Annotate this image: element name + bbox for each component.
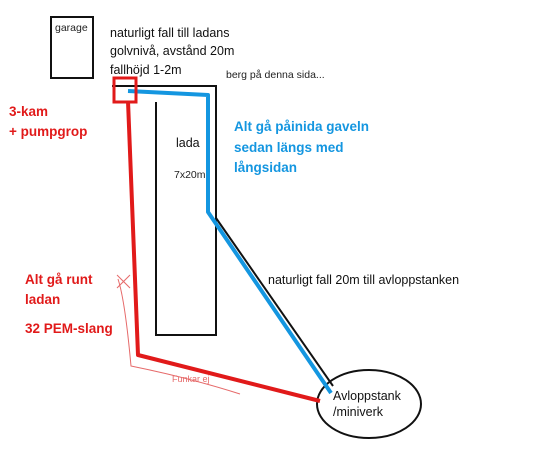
garage-label: garage	[55, 22, 88, 34]
septic-tank-label-line2: /miniverk	[333, 405, 384, 419]
blue-route-note-line1: Alt gå påinida gaveln	[234, 119, 369, 134]
pump-pit-marker	[112, 76, 138, 104]
natural-fall-note-line2: golvnivå, avstånd 20m	[110, 44, 234, 58]
rock-side-note: berg på denna sida...	[226, 69, 325, 81]
red-route-note-line3: 32 PEM-slang	[25, 321, 113, 336]
septic-tank-ellipse	[316, 369, 422, 439]
barn-outline	[112, 85, 217, 336]
barn-size-label: 7x20m	[174, 169, 206, 181]
pump-pit-note-line2: + pumpgrop	[9, 124, 87, 139]
natural-fall-note-line1: naturligt fall till ladans	[110, 26, 230, 40]
red-route-line	[126, 100, 321, 403]
blue-route-line	[127, 89, 333, 395]
barn-label: lada	[176, 136, 200, 150]
natural-fall-tank-note: naturligt fall 20m till avloppstanken	[268, 273, 459, 287]
blue-route-note-line2: sedan längs med	[234, 140, 344, 155]
crossed-out-route-label: Funkar ej	[172, 374, 210, 384]
crossed-out-mark-b	[116, 274, 131, 289]
red-route-note-line2: ladan	[25, 292, 60, 307]
natural-fall-note-line3: fallhöjd 1-2m	[110, 63, 182, 77]
red-route-note-line1: Alt gå runt	[25, 272, 93, 287]
septic-tank-label-line1: Avloppstank	[333, 389, 402, 403]
natural-fall-pipe-line	[215, 217, 334, 387]
garage-box	[50, 16, 94, 79]
crossed-out-route-sketch	[117, 278, 241, 395]
pump-pit-note-line1: 3-kam	[9, 104, 48, 119]
blue-route-note-line3: långsidan	[234, 160, 297, 175]
